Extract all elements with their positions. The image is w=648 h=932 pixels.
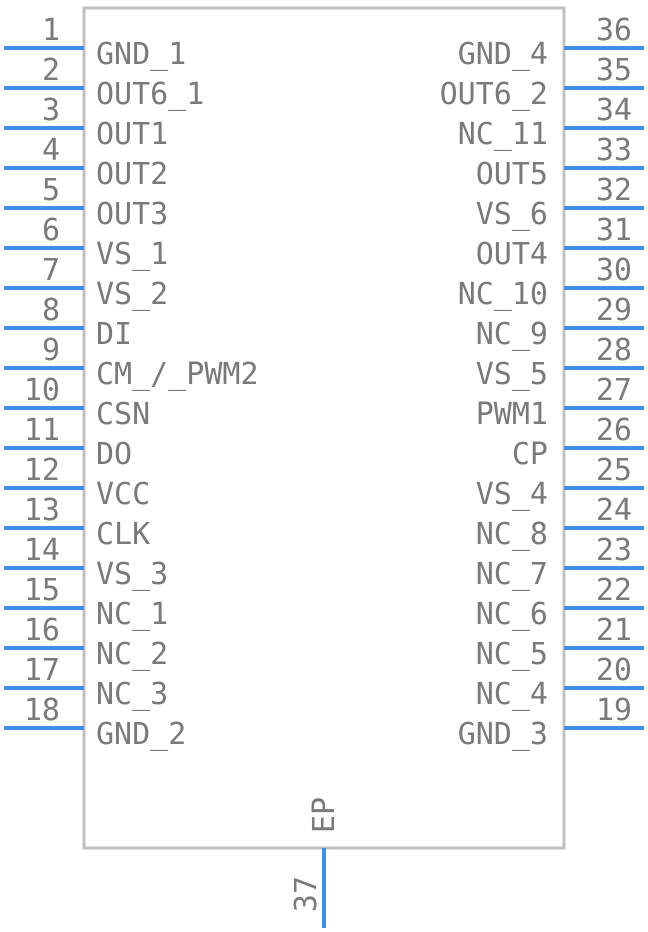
- pin-name-vs-1: VS_1: [96, 237, 168, 272]
- pin-number-12: 12: [24, 453, 60, 488]
- pin-number-20: 20: [596, 653, 632, 688]
- pin-name-vs-6: VS_6: [476, 197, 548, 232]
- pin-name-out6-2: OUT6_2: [440, 77, 548, 112]
- pin-name-nc-6: NC_6: [476, 597, 548, 632]
- pin-number-19: 19: [596, 693, 632, 728]
- pin-name-nc-5: NC_5: [476, 637, 548, 672]
- pin-name-out4: OUT4: [476, 237, 548, 272]
- pin-name-gnd-2: GND_2: [96, 717, 186, 752]
- pin-number-10: 10: [24, 373, 60, 408]
- pin-name-nc-4: NC_4: [476, 677, 548, 712]
- pin-name-vs-4: VS_4: [476, 477, 548, 512]
- pin-name-nc-7: NC_7: [476, 557, 548, 592]
- pin-number-6: 6: [42, 213, 60, 248]
- pin-name-nc-9: NC_9: [476, 317, 548, 352]
- pin-number-25: 25: [596, 453, 632, 488]
- pin-name-vs-3: VS_3: [96, 557, 168, 592]
- pin-name-gnd-1: GND_1: [96, 37, 186, 72]
- pin-number-7: 7: [42, 253, 60, 288]
- pin-number-13: 13: [24, 493, 60, 528]
- pin-number-23: 23: [596, 533, 632, 568]
- pin-number-16: 16: [24, 613, 60, 648]
- pin-name-cp: CP: [512, 437, 548, 472]
- pin-number-28: 28: [596, 333, 632, 368]
- pin-name-vs-5: VS_5: [476, 357, 548, 392]
- pin-number-18: 18: [24, 693, 60, 728]
- pin-name-vs-2: VS_2: [96, 277, 168, 312]
- pin-name-gnd-3: GND_3: [458, 717, 548, 752]
- pin-name-out5: OUT5: [476, 157, 548, 192]
- pin-number-34: 34: [596, 93, 632, 128]
- pin-name-nc-8: NC_8: [476, 517, 548, 552]
- pin-number-37: 37: [289, 876, 324, 912]
- pin-name-out3: OUT3: [96, 197, 168, 232]
- pin-number-22: 22: [596, 573, 632, 608]
- pin-name-out2: OUT2: [96, 157, 168, 192]
- pin-number-1: 1: [42, 13, 60, 48]
- pin-number-2: 2: [42, 53, 60, 88]
- pin-number-31: 31: [596, 213, 632, 248]
- pin-number-29: 29: [596, 293, 632, 328]
- bottom-pin-group: 37 EP: [289, 797, 342, 928]
- pin-number-14: 14: [24, 533, 60, 568]
- pin-number-15: 15: [24, 573, 60, 608]
- pin-name-out1: OUT1: [96, 117, 168, 152]
- pin-name-ep: EP: [307, 797, 342, 833]
- pin-number-36: 36: [596, 13, 632, 48]
- pin-name-nc-3: NC_3: [96, 677, 168, 712]
- pin-number-4: 4: [42, 133, 60, 168]
- pin-name-gnd-4: GND_4: [458, 37, 548, 72]
- pin-number-5: 5: [42, 173, 60, 208]
- pin-number-35: 35: [596, 53, 632, 88]
- pin-name-nc-10: NC_10: [458, 277, 548, 312]
- pin-name-clk: CLK: [96, 517, 150, 552]
- pin-number-9: 9: [42, 333, 60, 368]
- pin-name-vcc: VCC: [96, 477, 150, 512]
- pin-name-di: DI: [96, 317, 132, 352]
- pin-number-11: 11: [24, 413, 60, 448]
- pin-number-3: 3: [42, 93, 60, 128]
- pin-name-nc-11: NC_11: [458, 117, 548, 152]
- pin-number-21: 21: [596, 613, 632, 648]
- pin-name-nc-1: NC_1: [96, 597, 168, 632]
- pin-name-do: DO: [96, 437, 132, 472]
- pin-name-nc-2: NC_2: [96, 637, 168, 672]
- pin-number-8: 8: [42, 293, 60, 328]
- pin-number-17: 17: [24, 653, 60, 688]
- pin-number-33: 33: [596, 133, 632, 168]
- pin-number-24: 24: [596, 493, 632, 528]
- pin-name-pwm1: PWM1: [476, 397, 548, 432]
- pin-number-32: 32: [596, 173, 632, 208]
- pin-number-27: 27: [596, 373, 632, 408]
- pin-number-30: 30: [596, 253, 632, 288]
- pin-name-cm-pwm2: CM_/_PWM2: [96, 357, 259, 392]
- pin-name-out6-1: OUT6_1: [96, 77, 204, 112]
- pin-number-26: 26: [596, 413, 632, 448]
- pin-name-csn: CSN: [96, 397, 150, 432]
